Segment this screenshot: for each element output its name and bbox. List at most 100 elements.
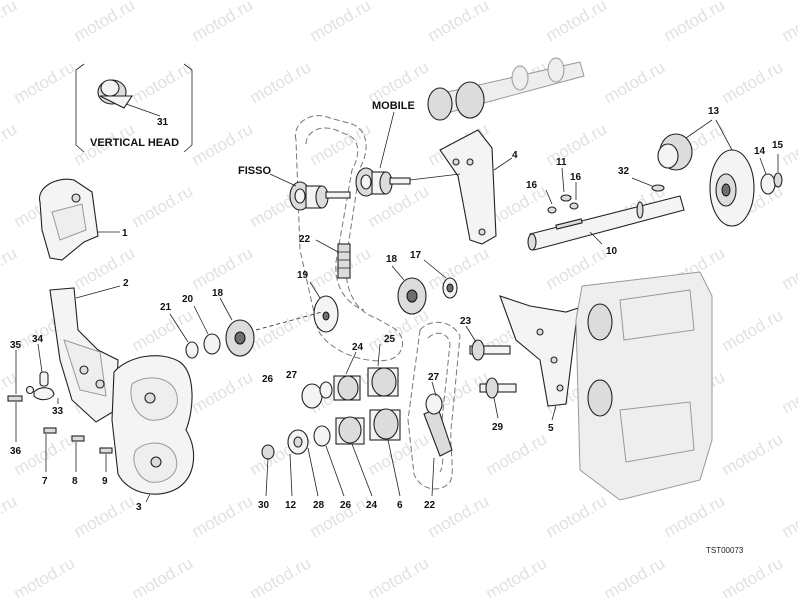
part-label-2: 2 (123, 278, 129, 289)
watermark-text-17: motod.ru (129, 57, 197, 107)
watermark-text-68: motod.ru (483, 429, 551, 479)
nut-washer (760, 172, 783, 195)
watermark-text-24: motod.ru (0, 119, 20, 169)
belt-cover-3 (111, 355, 195, 495)
belt-segment-22-upper (337, 243, 351, 279)
part-label-33: 33 (52, 406, 64, 417)
part-label-28: 28 (313, 500, 325, 511)
watermark-text-79: motod.ru (779, 491, 798, 541)
part-label-27a: 27 (286, 370, 298, 381)
part-label-30: 30 (258, 500, 270, 511)
watermark-text-14: motod.ru (661, 0, 729, 45)
roller-set-lower (261, 408, 401, 460)
part-label-36: 36 (10, 446, 22, 457)
part-label-35: 35 (10, 340, 22, 351)
part-label-8: 8 (72, 476, 78, 487)
idler-mobile (355, 167, 411, 197)
watermark-text-75: motod.ru (307, 491, 375, 541)
tensioner-plate-4 (439, 129, 497, 245)
part-label-32: 32 (618, 166, 630, 177)
part-label-9: 9 (102, 476, 108, 487)
watermark-text-9: motod.ru (71, 0, 139, 45)
part-label-24b: 24 (366, 500, 378, 511)
watermark-text-50: motod.ru (247, 305, 315, 355)
part-label-19: 19 (297, 270, 309, 281)
watermark-text-76: motod.ru (425, 491, 493, 541)
watermark-text-82: motod.ru (247, 553, 315, 598)
watermark-text-78: motod.ru (661, 491, 729, 541)
watermark-text-15: motod.ru (779, 0, 798, 45)
watermark-text-56: motod.ru (0, 367, 20, 417)
washer-19 (313, 295, 339, 333)
watermark-text-72: motod.ru (0, 491, 20, 541)
watermark-text-21: motod.ru (601, 57, 669, 107)
watermark-text-22: motod.ru (719, 57, 787, 107)
part-label-13: 13 (708, 106, 720, 117)
watermark-text-40: motod.ru (0, 243, 20, 293)
part-label-20: 20 (182, 294, 194, 305)
part-label-31: 31 (157, 117, 169, 128)
part-label-22a: 22 (299, 234, 311, 245)
part-label-23: 23 (460, 316, 472, 327)
part-label-11: 11 (556, 157, 567, 168)
camshaft-upper (427, 57, 585, 121)
part-label-6: 6 (397, 500, 403, 511)
watermark-text-26: motod.ru (189, 119, 257, 169)
part-label-4: 4 (512, 150, 518, 161)
part-label-16a: 16 (526, 180, 538, 191)
stud-23 (469, 339, 511, 361)
part-label-10: 10 (606, 246, 618, 257)
watermark-text-10: motod.ru (189, 0, 257, 45)
part-label-14: 14 (754, 146, 766, 157)
belt-segment-22-lower (423, 393, 453, 457)
watermark-text-81: motod.ru (129, 553, 197, 598)
watermark-text-12: motod.ru (425, 0, 493, 45)
watermark-text-33: motod.ru (129, 181, 197, 231)
cover-upper-1 (39, 178, 99, 261)
part-label-5: 5 (548, 423, 554, 434)
part-label-26a: 26 (262, 374, 274, 385)
watermark-text-73: motod.ru (71, 491, 139, 541)
watermark-text-77: motod.ru (543, 491, 611, 541)
part-label-17: 17 (410, 250, 422, 261)
vertical-head-inset: 31 VERTICAL HEAD (75, 63, 193, 153)
watermark-text-16: motod.ru (11, 57, 79, 107)
watermark-text-42: motod.ru (189, 243, 257, 293)
watermark-text-51: motod.ru (365, 305, 433, 355)
watermark-text-83: motod.ru (365, 553, 433, 598)
small-fasteners (7, 371, 113, 454)
cover-middle-2 (49, 287, 119, 423)
watermark-text-11: motod.ru (307, 0, 375, 45)
stud-29 (479, 377, 517, 399)
part-label-18b: 18 (386, 254, 398, 265)
inset-title: VERTICAL HEAD (90, 137, 179, 149)
part-label-21: 21 (160, 302, 172, 313)
idler-fixed-fisso (289, 181, 351, 211)
timing-belt-upper (294, 115, 403, 362)
part-label-18a: 18 (212, 288, 224, 299)
watermark-text-70: motod.ru (719, 429, 787, 479)
part-label-29: 29 (492, 422, 504, 433)
part-label-3: 3 (136, 502, 142, 513)
part-label-26b: 26 (340, 500, 352, 511)
engine-head-block (575, 271, 713, 501)
watermark-text-8: motod.ru (0, 0, 20, 45)
watermark-text-63: motod.ru (779, 367, 798, 417)
part-label-16b: 16 (570, 172, 582, 183)
shaft-10 (527, 195, 685, 251)
part-label-27b: 27 (428, 372, 440, 383)
watermark-text-85: motod.ru (601, 553, 669, 598)
watermark-text-27: motod.ru (307, 119, 375, 169)
part-label-15: 15 (772, 140, 784, 151)
gear-13-large (709, 149, 755, 227)
part-label-22b: 22 (424, 500, 436, 511)
watermark-text-54: motod.ru (719, 305, 787, 355)
part-label-12: 12 (285, 500, 297, 511)
pulley-18-middle (397, 277, 458, 315)
watermark-text-13: motod.ru (543, 0, 611, 45)
timing-belt-lower (407, 321, 461, 490)
watermark-text-80: motod.ru (11, 553, 79, 598)
part-label-1: 1 (122, 228, 128, 239)
